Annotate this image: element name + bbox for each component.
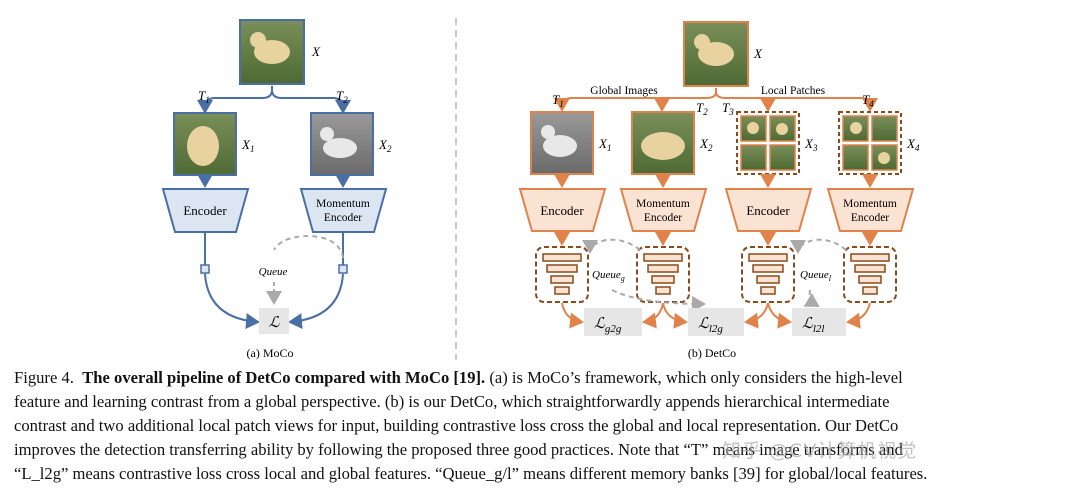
moco-loss-box xyxy=(259,308,289,334)
moco-query-node xyxy=(200,264,210,274)
detco-subcaption: (b) DetCo xyxy=(688,346,736,360)
detco-x1: X1 xyxy=(598,136,611,153)
caption-line-5: “L_l2g” means contrastive loss cross loc… xyxy=(14,464,928,483)
detco-input-label: X xyxy=(753,46,763,61)
detco-queue-l: Queuel xyxy=(800,269,832,283)
detco-momentum-encoder-local xyxy=(826,188,915,232)
moco-momentum-encoder xyxy=(299,188,388,233)
caption-line-3: contrast and two additional local patch … xyxy=(14,416,899,435)
caption-line-4: improves the detection transferring abil… xyxy=(14,440,903,459)
detco-encoder-global-label: Encoder xyxy=(540,203,584,218)
moco-t1: T1 xyxy=(198,88,210,105)
detco-encoder-global xyxy=(518,188,607,232)
detco-t1: T1 xyxy=(552,92,564,109)
moco-t2: T2 xyxy=(336,88,348,105)
detco-pyramid-1 xyxy=(535,246,589,303)
detco-loss-l2l-box xyxy=(792,308,846,336)
moco-loss-label: ℒ xyxy=(269,315,281,331)
pipeline-figure: X T1 T2 X1 X2 Encoder Momentum Encoder xyxy=(161,18,920,360)
moco-view1-label: X1 xyxy=(241,137,254,154)
detco-x2: X2 xyxy=(699,136,713,153)
moco-momentum-label-2: Encoder xyxy=(324,212,362,224)
moco-view1-image xyxy=(173,112,237,176)
figure-caption: Figure 4. The overall pipeline of DetCo … xyxy=(14,366,1066,486)
detco-momentum-local-label-1: Momentum xyxy=(843,198,897,210)
detco-loss-g2g-box xyxy=(584,308,642,336)
detco-pyramid-4 xyxy=(843,246,897,303)
detco-momentum-encoder-global xyxy=(619,188,708,232)
watermark: 知乎 @CV计算机视觉 xyxy=(722,440,918,462)
detco-momentum-global-label-1: Momentum xyxy=(636,198,690,210)
moco-encoder-label: Encoder xyxy=(183,203,227,218)
detco-global-images-label: Global Images xyxy=(590,85,658,97)
detco-loss-l2g: ℒl2g xyxy=(698,316,723,335)
detco-pyramid-3 xyxy=(741,246,795,303)
moco-momentum-label-1: Momentum xyxy=(316,198,370,210)
moco-key-node xyxy=(338,264,348,274)
moco-view2-image xyxy=(310,112,374,176)
detco-momentum-local-label-2: Encoder xyxy=(851,212,889,224)
detco-view4-patches xyxy=(838,111,902,175)
detco-view3-patches xyxy=(736,111,800,175)
moco-input-image xyxy=(239,19,305,85)
detco-loss-l2g-box xyxy=(688,308,744,336)
detco-loss-l2l: ℒl2l xyxy=(802,316,824,335)
detco-encoder-local-label: Encoder xyxy=(746,203,790,218)
detco-t4: T4 xyxy=(862,92,874,109)
moco-queue-label: Queue xyxy=(259,266,288,278)
detco-queue-g: Queueg xyxy=(592,269,625,283)
detco-encoder-local xyxy=(724,188,813,232)
moco-encoder xyxy=(161,188,250,233)
detco-view1-image xyxy=(530,111,594,175)
detco-x3: X3 xyxy=(804,136,818,153)
detco-pyramid-2 xyxy=(636,246,690,303)
moco-panel: X T1 T2 X1 X2 Encoder Momentum Encoder xyxy=(161,19,392,360)
detco-momentum-global-label-2: Encoder xyxy=(644,212,682,224)
moco-subcaption: (a) MoCo xyxy=(247,346,294,360)
detco-loss-g2g: ℒg2g xyxy=(594,316,622,335)
detco-panel: X Global Images Local Patches T1 T2 T3 T… xyxy=(518,21,920,360)
detco-input-image xyxy=(683,21,749,87)
caption-line-2: feature and learning contrast from a glo… xyxy=(14,392,890,411)
detco-t3: T3 xyxy=(722,100,734,117)
detco-view2-image xyxy=(631,111,695,175)
detco-t2: T2 xyxy=(696,100,708,117)
caption-line-1: Figure 4. The overall pipeline of DetCo … xyxy=(14,366,1066,390)
moco-input-label: X xyxy=(311,44,321,59)
caption-line1-rest: (a) is MoCo’s framework, which only cons… xyxy=(489,368,903,387)
caption-title: The overall pipeline of DetCo compared w… xyxy=(82,368,486,387)
detco-x4: X4 xyxy=(906,136,920,153)
detco-local-patches-label: Local Patches xyxy=(761,85,826,97)
caption-fig-label: Figure 4. xyxy=(14,368,74,387)
moco-view2-label: X2 xyxy=(378,137,392,154)
